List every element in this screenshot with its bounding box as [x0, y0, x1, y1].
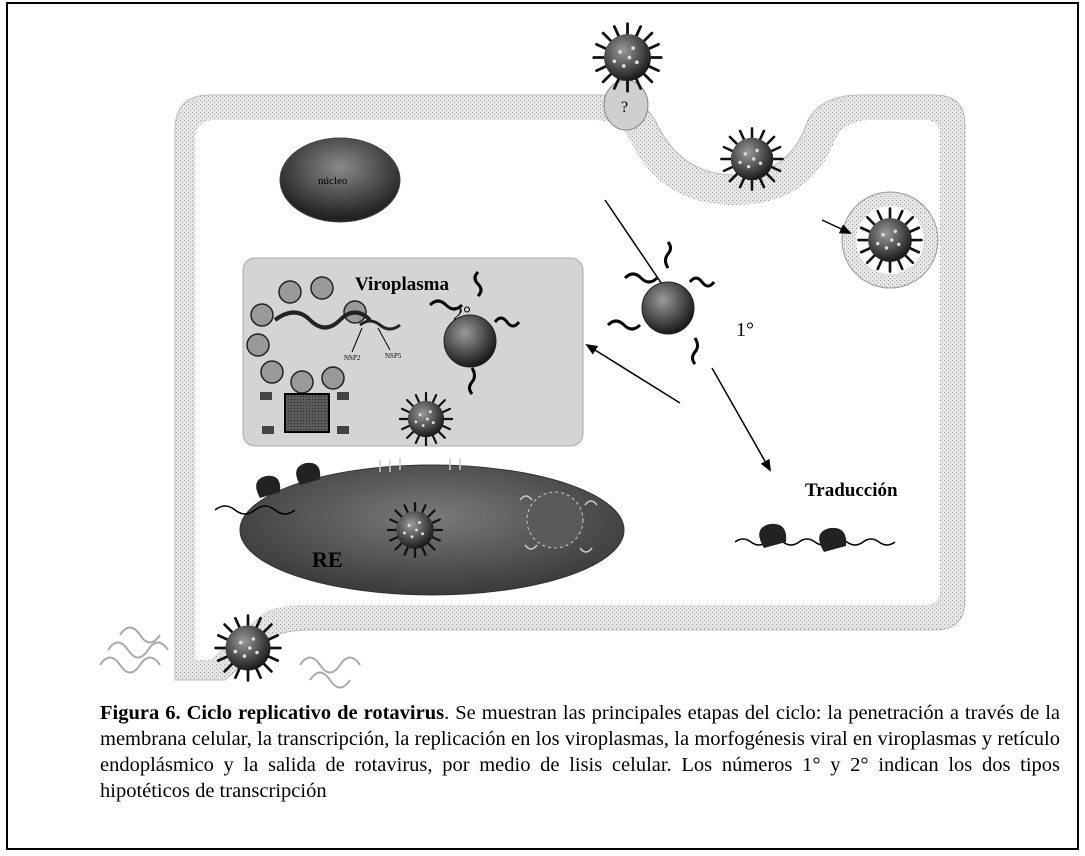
rotavirus-cycle-diagram: ? núcleo 1° Viroplasma 2°	[0, 0, 1085, 700]
nucleus: núcleo	[280, 138, 400, 222]
figure-caption: Figura 6. Ciclo replicativo de rotavirus…	[100, 700, 1060, 804]
primary-label: 1°	[736, 319, 754, 341]
nsp5-label: NSP5	[385, 352, 402, 360]
nsp2-label: NSP2	[344, 354, 361, 362]
viroplasm: Viroplasma 2° NSP2 NSP5	[243, 258, 583, 446]
nucleus-label: núcleo	[318, 175, 348, 187]
virion-attaching	[594, 24, 662, 92]
receptor-question-label: ?	[621, 99, 628, 116]
virion-endocytosis	[721, 128, 782, 189]
endosome-vesicle	[842, 192, 938, 288]
translation-label: Traducción	[805, 480, 898, 501]
caption-title: Figura 6. Ciclo replicativo de rotavirus	[100, 702, 444, 724]
virion-released	[216, 616, 281, 681]
viroplasm-label: Viroplasma	[355, 274, 449, 295]
er-label: RE	[312, 547, 343, 572]
core-particle	[285, 394, 329, 432]
